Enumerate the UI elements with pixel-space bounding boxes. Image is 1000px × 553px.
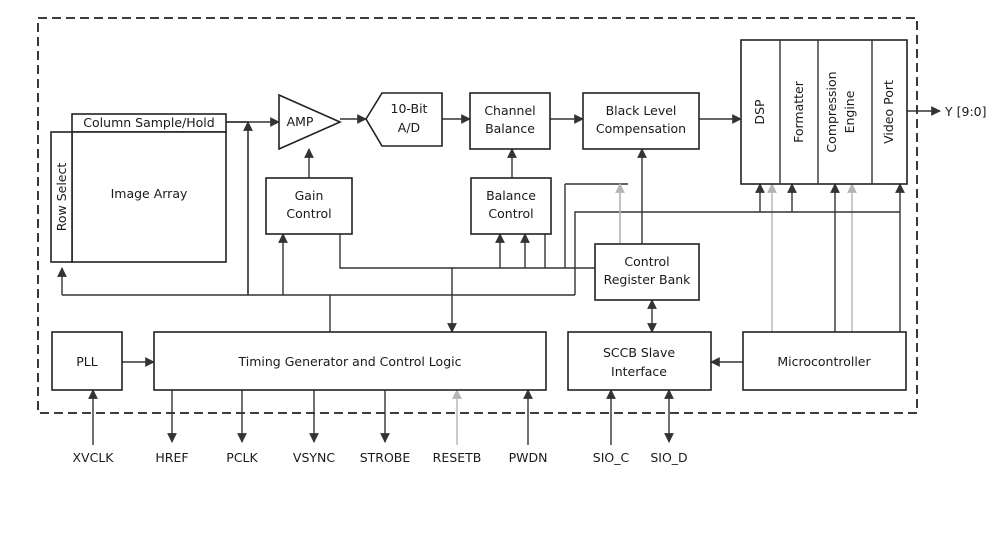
- black-level-compensation-block: [582, 92, 700, 150]
- pin-strobe: STROBE: [360, 450, 411, 465]
- gain-control-label-line1: Gain: [295, 188, 324, 203]
- balance-control-label-line1: Balance: [486, 188, 536, 203]
- amp-block: [278, 93, 342, 151]
- pin-sio-c: SIO_C: [593, 450, 630, 465]
- channel-balance-label-line2: Balance: [485, 121, 535, 136]
- sccb-slave-interface-block: [567, 331, 712, 391]
- gain-control-label-line2: Control: [286, 206, 331, 221]
- image-array-block: [71, 131, 227, 263]
- control-register-bank-block: [594, 243, 700, 301]
- pin-sio-d: SIO_D: [650, 450, 687, 465]
- image-array-label: Image Array: [111, 186, 188, 201]
- chip-boundary: [37, 17, 918, 414]
- pll-label: PLL: [76, 354, 98, 369]
- dsp-pipeline-group: [740, 39, 908, 185]
- adc-label-line2: A/D: [398, 120, 420, 135]
- gain-control-block: [265, 177, 353, 235]
- control-register-label-line2: Register Bank: [604, 272, 692, 287]
- pin-pwdn: PWDN: [509, 450, 548, 465]
- adc-label-line1: 10-Bit: [391, 101, 428, 116]
- black-level-label-line2: Compensation: [596, 121, 686, 136]
- output-label: Y [9:0]: [944, 104, 986, 119]
- microcontroller-block: [742, 331, 907, 391]
- row-select-label: Row Select: [54, 163, 69, 232]
- sccb-label-line1: SCCB Slave: [603, 345, 675, 360]
- pin-vsync: VSYNC: [293, 450, 335, 465]
- balance-control-block: [470, 177, 552, 235]
- sccb-label-line2: Interface: [611, 364, 667, 379]
- row-select-block: [50, 131, 73, 263]
- adc-block: [365, 92, 443, 147]
- pin-pclk: PCLK: [226, 450, 258, 465]
- pin-xvclk: XVCLK: [72, 450, 114, 465]
- timing-generator-block: [153, 331, 547, 391]
- control-register-label-line1: Control: [624, 254, 669, 269]
- channel-balance-block: [469, 92, 551, 150]
- pin-href: HREF: [155, 450, 188, 465]
- black-level-label-line1: Black Level: [606, 103, 677, 118]
- compression-label-line1: Compression: [824, 71, 839, 152]
- dsp-label: DSP: [752, 99, 767, 125]
- balance-control-label-line2: Control: [488, 206, 533, 221]
- compression-label-line2: Engine: [842, 90, 857, 133]
- amp-label: AMP: [287, 114, 314, 129]
- formatter-label: Formatter: [791, 80, 806, 143]
- timing-generator-label: Timing Generator and Control Logic: [238, 354, 462, 369]
- column-sample-hold-label: Column Sample/Hold: [83, 115, 214, 130]
- channel-balance-label-line1: Channel: [484, 103, 535, 118]
- microcontroller-label: Microcontroller: [777, 354, 871, 369]
- video-port-label: Video Port: [881, 80, 896, 144]
- pll-block: [51, 331, 123, 391]
- pin-resetb: RESETB: [433, 450, 482, 465]
